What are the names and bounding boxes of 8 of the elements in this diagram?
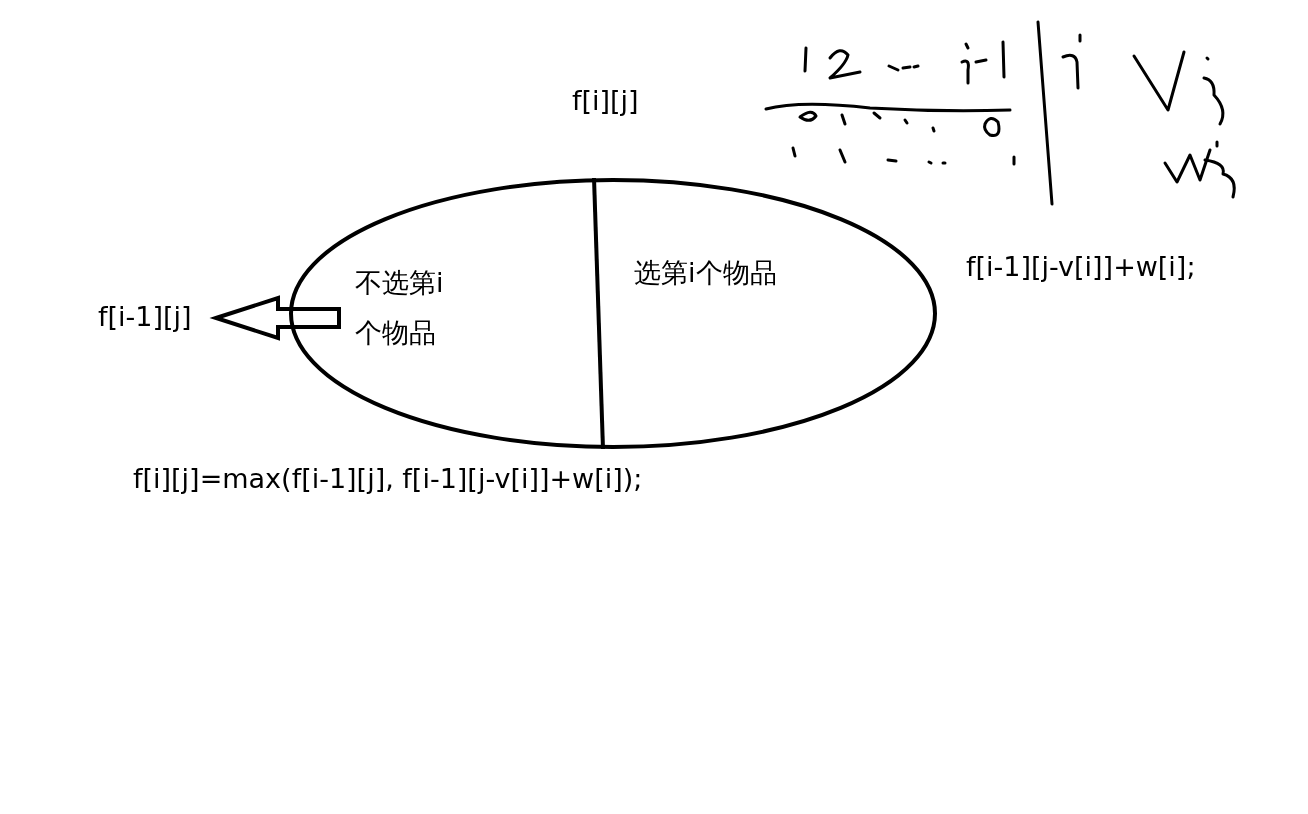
region-label: 选第i个物品 bbox=[634, 254, 814, 294]
split-ellipse bbox=[289, 178, 937, 449]
formula-text: f[i][j] bbox=[572, 84, 639, 118]
block-arrow bbox=[209, 295, 341, 341]
formula-text: f[i-1][j] bbox=[98, 300, 210, 336]
formula-text: f[i-1][j-v[i]]+w[i]; bbox=[966, 250, 1196, 284]
region-label: 不选第i个物品 bbox=[355, 258, 455, 354]
formula-text: f[i][j]=max(f[i-1][j], f[i-1][j-v[i]]+w[i]); bbox=[133, 462, 643, 496]
